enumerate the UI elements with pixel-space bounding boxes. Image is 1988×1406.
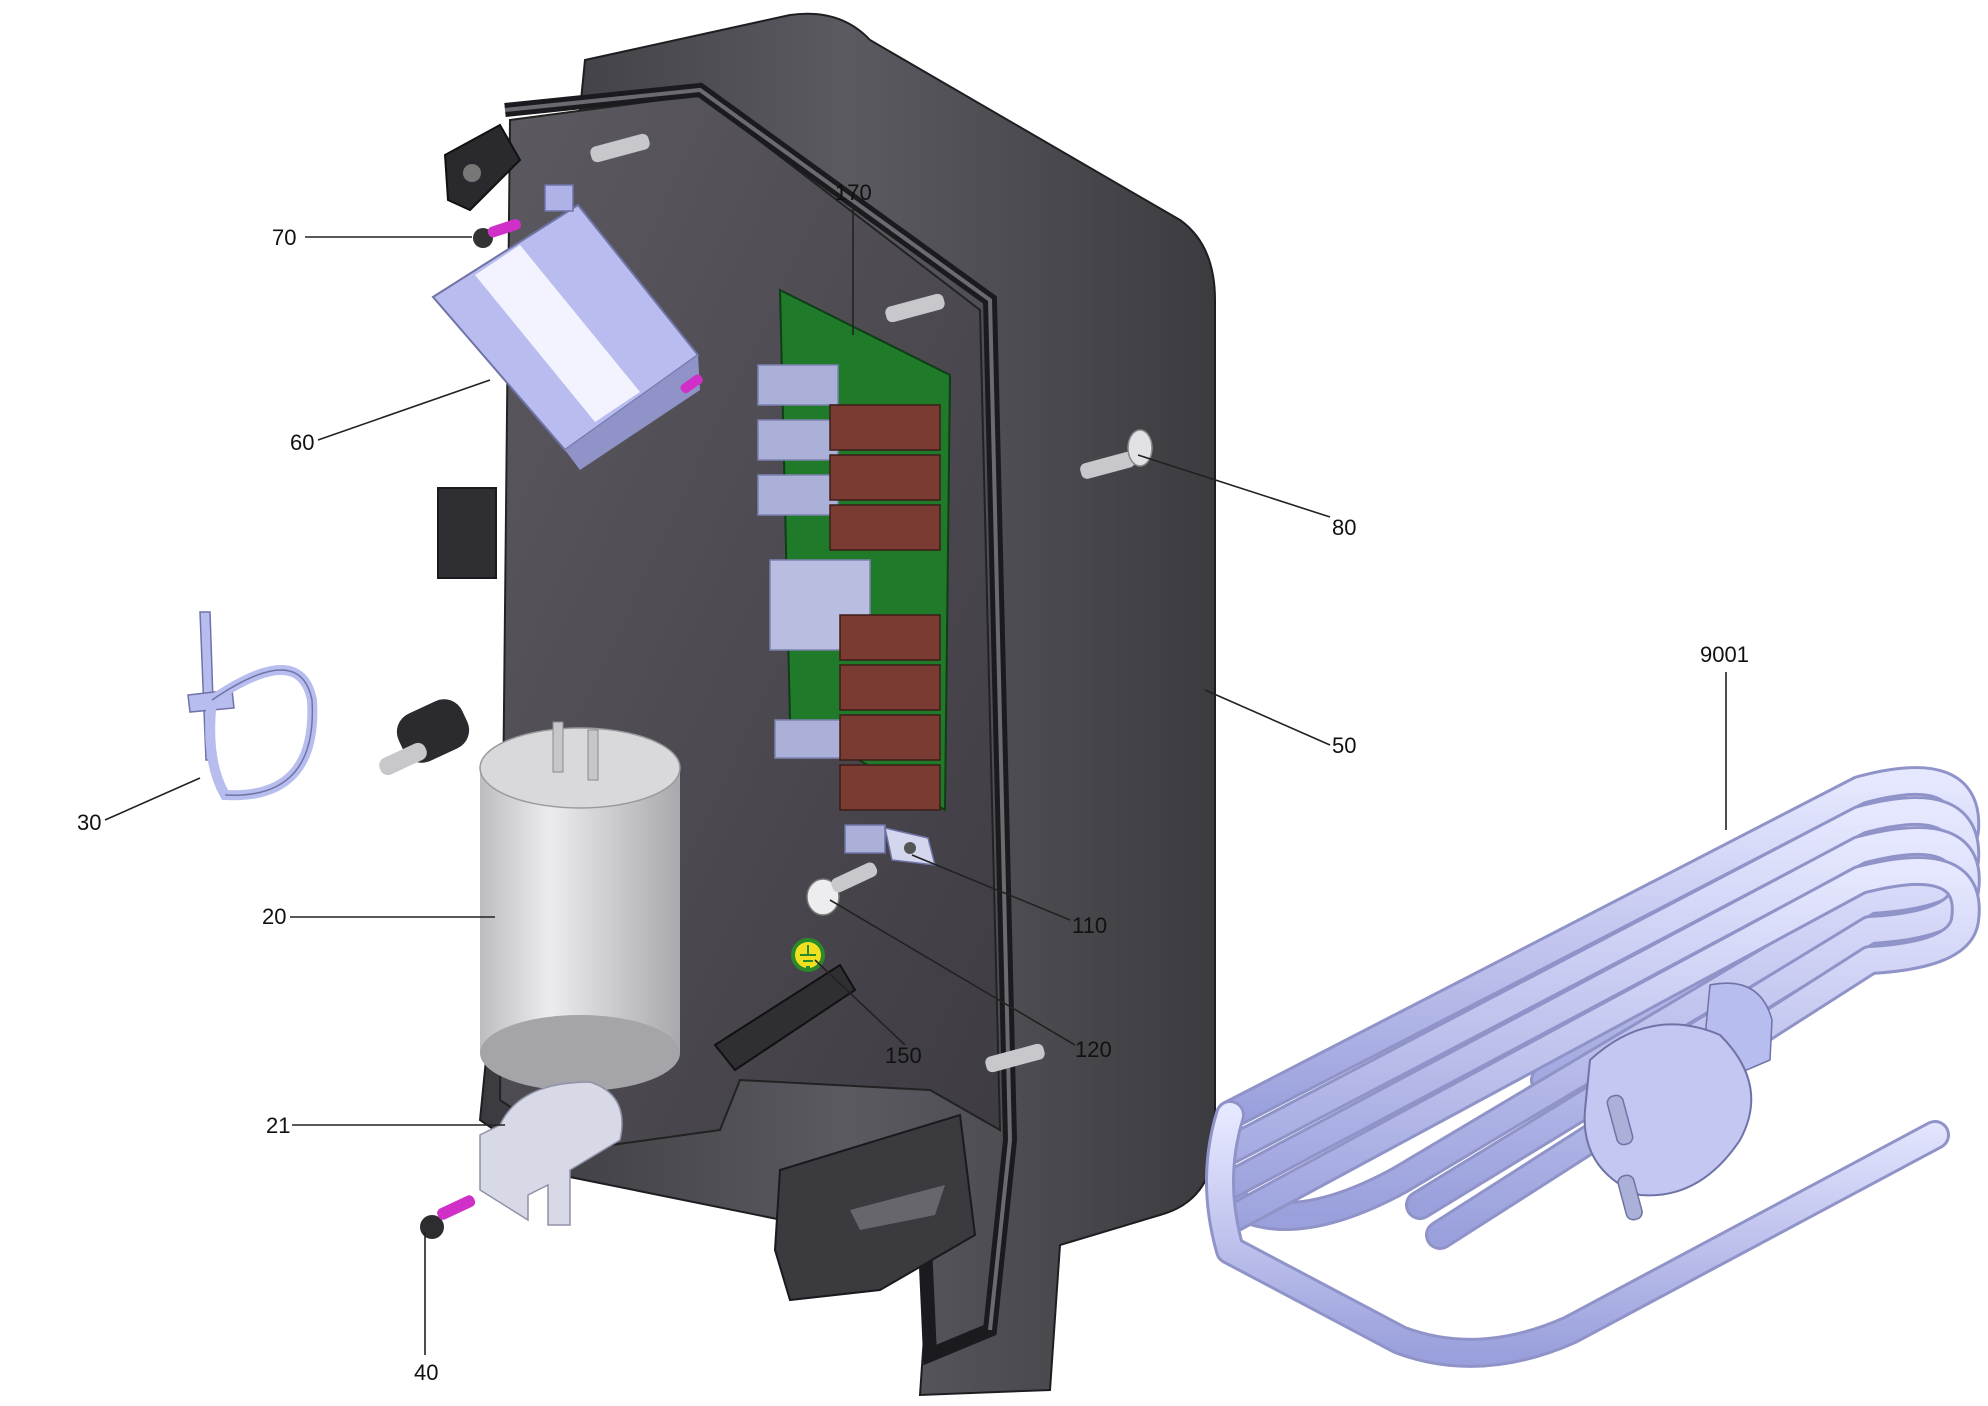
- bracket-21: [479, 1081, 623, 1226]
- mounting-stud-lower: [985, 1043, 1045, 1073]
- label-40: 40: [414, 1360, 438, 1385]
- leader-60: [317, 379, 491, 441]
- leader-30: [104, 777, 201, 821]
- filter-module: [431, 184, 700, 470]
- screw-40: [420, 1195, 476, 1239]
- label-50: 50: [1332, 733, 1356, 758]
- strain-relief-channel: [713, 963, 857, 1072]
- pcb-relays: [829, 404, 941, 811]
- leader-150: [814, 959, 906, 1046]
- mounting-stud-top: [590, 133, 650, 163]
- screw-70: [473, 219, 521, 248]
- label-70: 70: [272, 225, 296, 250]
- label-170: 170: [835, 180, 872, 205]
- leader-110: [911, 854, 1071, 921]
- leader-80: [1137, 454, 1331, 518]
- part-labels: 70 60 170 80 50 30 20 110 120 150 21 40 …: [77, 180, 1749, 1385]
- label-60: 60: [290, 430, 314, 455]
- plug-connector: [1583, 982, 1773, 1221]
- leader-lines: [104, 205, 1727, 1355]
- label-30: 30: [77, 810, 101, 835]
- label-20: 20: [262, 904, 286, 929]
- screw-filter-right: [680, 374, 703, 394]
- label-21: 21: [266, 1113, 290, 1138]
- label-110: 110: [1072, 913, 1107, 938]
- clip-110: [844, 824, 937, 866]
- power-cord-9001: [1205, 766, 1981, 1368]
- label-80: 80: [1332, 515, 1356, 540]
- cable-gland: [379, 699, 470, 776]
- housing-side-boss: [437, 487, 497, 579]
- housing-bottom-foot: [773, 1113, 977, 1302]
- earth-symbol-150: [791, 938, 825, 972]
- leader-50: [1204, 689, 1331, 746]
- bolt-120: [806, 862, 878, 916]
- cable-tie-30: [187, 611, 318, 801]
- label-9001: 9001: [1700, 642, 1749, 667]
- leader-120: [829, 899, 1076, 1046]
- capacitor-20: [479, 721, 681, 1091]
- mounting-tab-top-left: [443, 123, 522, 212]
- housing-gasket-frame: [504, 82, 1018, 1366]
- label-150: 150: [885, 1043, 922, 1068]
- mounting-stud-mid: [885, 293, 945, 323]
- label-120: 120: [1075, 1037, 1112, 1062]
